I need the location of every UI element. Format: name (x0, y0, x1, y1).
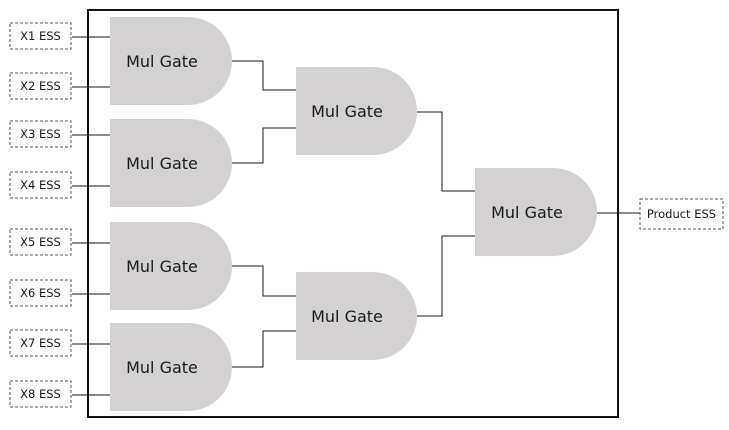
gate-label: Mul Gate (126, 358, 198, 377)
gate-level1-d: Mul Gate (110, 323, 232, 411)
gate-label: Mul Gate (491, 203, 563, 222)
input-label: X5 ESS (20, 235, 61, 249)
input-label: X8 ESS (20, 387, 61, 401)
input-label: X2 ESS (20, 79, 61, 93)
gate-label: Mul Gate (126, 154, 198, 173)
input-x3-ess: X3 ESS (9, 120, 72, 148)
gate-label: Mul Gate (126, 52, 198, 71)
input-label: X1 ESS (20, 29, 61, 43)
input-x6-ess: X6 ESS (9, 279, 72, 307)
gate-level3: Mul Gate (475, 168, 597, 256)
input-x4-ess: X4 ESS (9, 171, 72, 199)
input-label: X6 ESS (20, 286, 61, 300)
gate-level1-a: Mul Gate (110, 17, 232, 105)
input-x8-ess: X8 ESS (9, 380, 72, 408)
input-x2-ess: X2 ESS (9, 72, 72, 100)
gate-label: Mul Gate (311, 307, 383, 326)
input-boxes: X1 ESS X2 ESS X3 ESS X4 ESS X5 ESS X6 ES… (9, 22, 72, 408)
output-product-ess: Product ESS (639, 198, 724, 230)
input-x7-ess: X7 ESS (9, 329, 72, 357)
input-x5-ess: X5 ESS (9, 228, 72, 256)
input-label: X3 ESS (20, 127, 61, 141)
gate-level1-b: Mul Gate (110, 119, 232, 207)
input-x1-ess: X1 ESS (9, 22, 72, 50)
gate-label: Mul Gate (311, 102, 383, 121)
gate-level2-b: Mul Gate (296, 272, 417, 360)
input-label: X4 ESS (20, 178, 61, 192)
wires (72, 36, 640, 396)
gate-level2-a: Mul Gate (296, 67, 417, 155)
output-label: Product ESS (647, 207, 716, 221)
gate-level1-c: Mul Gate (110, 222, 232, 310)
gate-label: Mul Gate (126, 257, 198, 276)
input-label: X7 ESS (20, 336, 61, 350)
